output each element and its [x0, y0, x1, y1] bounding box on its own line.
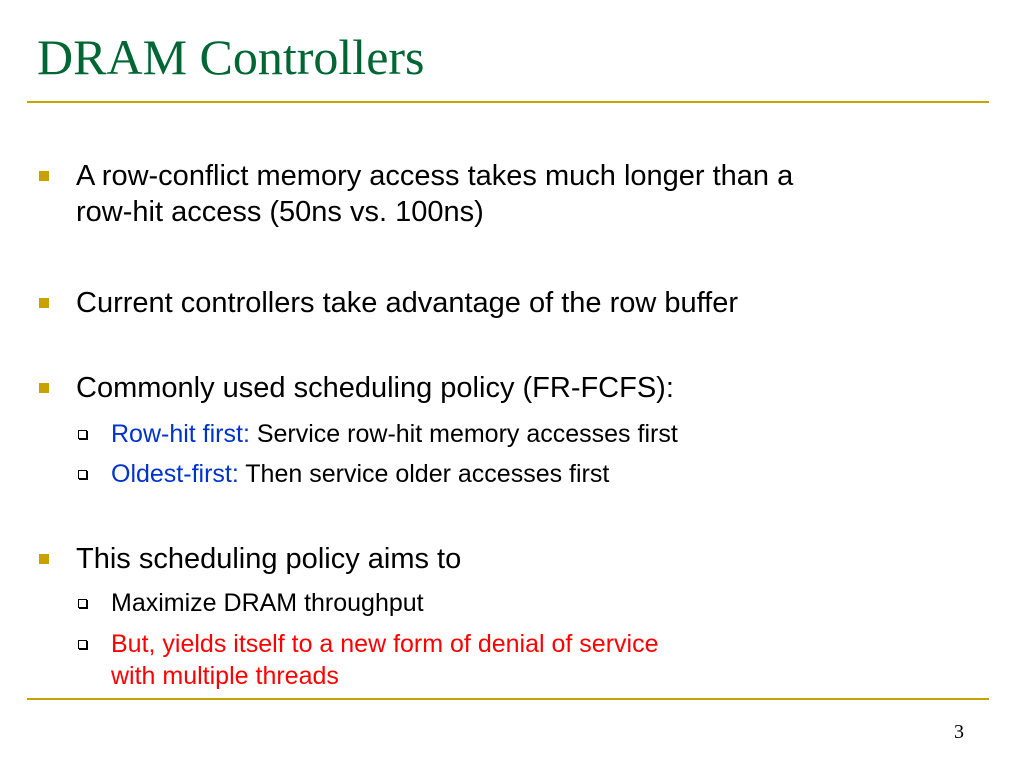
- bullet-item-scheduling-policy: Commonly used scheduling policy (FR-FCFS…: [39, 370, 674, 406]
- sub-bullet-label: Row-hit first:: [111, 420, 250, 448]
- filled-square-bullet-icon: [39, 171, 49, 181]
- sub-bullet-text: Then service older accesses first: [238, 460, 610, 488]
- bullet-text: This scheduling policy aims to: [76, 543, 462, 575]
- filled-square-bullet-icon: [39, 383, 49, 393]
- filled-square-bullet-icon: [39, 554, 49, 564]
- bullet-text-line: row-hit access (50ns vs. 100ns): [76, 196, 484, 228]
- bullet-text: Current controllers take advantage of th…: [76, 287, 739, 319]
- sub-bullet-row-hit-first: Row-hit first: Service row-hit memory ac…: [78, 418, 678, 450]
- sub-bullet-text: Maximize DRAM throughput: [111, 589, 424, 617]
- footer-divider: [27, 698, 989, 700]
- sub-bullet-text-line: But, yields itself to a new form of deni…: [111, 630, 659, 658]
- slide-title: DRAM Controllers: [37, 29, 425, 85]
- bullet-text-line: A row-conflict memory access takes much …: [76, 160, 794, 192]
- sub-bullet-denial-of-service: But, yields itself to a new form of deni…: [78, 628, 659, 692]
- sub-bullet-maximize-throughput: Maximize DRAM throughput: [78, 587, 424, 619]
- sub-bullet-label: Oldest-first:: [111, 460, 239, 488]
- hollow-square-bullet-icon: [78, 640, 87, 649]
- hollow-square-bullet-icon: [78, 470, 87, 479]
- title-divider: [27, 101, 989, 103]
- hollow-square-bullet-icon: [78, 430, 87, 439]
- sub-bullet-oldest-first: Oldest-first: Then service older accesse…: [78, 458, 610, 490]
- sub-bullet-text-line: with multiple threads: [111, 662, 339, 690]
- sub-bullet-text: Service row-hit memory accesses first: [249, 420, 678, 448]
- filled-square-bullet-icon: [39, 298, 49, 308]
- bullet-item-policy-aims: This scheduling policy aims to: [39, 541, 462, 577]
- page-number: 3: [954, 721, 964, 743]
- bullet-item-current-controllers: Current controllers take advantage of th…: [39, 285, 739, 321]
- bullet-item-row-conflict: A row-conflict memory access takes much …: [39, 158, 794, 230]
- hollow-square-bullet-icon: [78, 599, 87, 608]
- bullet-text: Commonly used scheduling policy (FR-FCFS…: [76, 372, 674, 404]
